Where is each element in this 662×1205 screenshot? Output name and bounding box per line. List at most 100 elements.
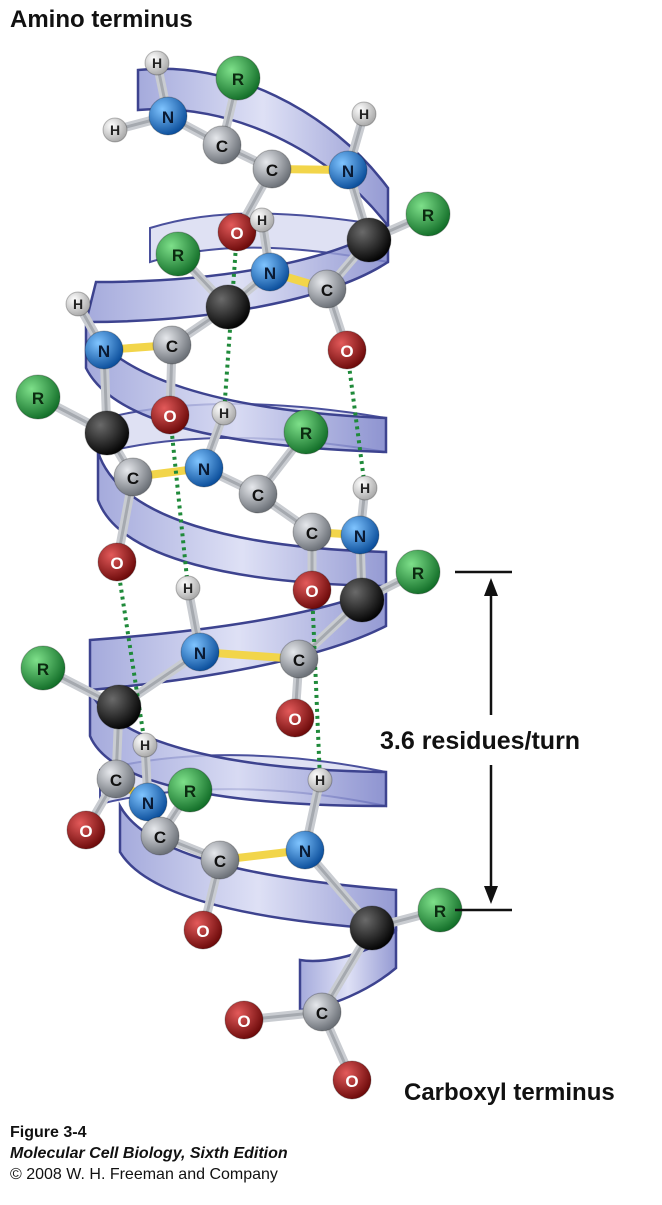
nitrogen-atom-label: N [354,527,366,546]
carbon-atom: C [302,992,342,1032]
hydrogen-atom-sphere [211,400,237,426]
hydrogen-atom-sphere [352,475,378,501]
nitrogen-atom-label: N [342,162,354,181]
amino-terminus-label: Amino terminus [10,6,193,33]
carbon-atom-label: C [321,281,333,300]
carbon-atom: C [200,840,240,880]
carbon-atom-sphere [202,125,242,165]
oxygen-atom-label: O [230,224,243,243]
side-chain: R [283,409,329,455]
hydrogen-atom: H [144,50,170,76]
hydrogen-atom-sphere [102,117,128,143]
side-chain-sphere [15,374,61,420]
oxygen-atom: O [150,395,190,435]
side-chain: R [20,645,66,691]
nitrogen-atom-label: N [98,342,110,361]
carbon-atom-sphere [200,840,240,880]
carbon-atom-label: C [216,137,228,156]
oxygen-atom: O [66,810,106,850]
carbon-atom-label: C [293,651,305,670]
hydrogen-atom-label: H [257,212,267,228]
carbon-atom: C [140,816,180,856]
carbon-atom-sphere [113,457,153,497]
hydrogen-atom: H [65,291,91,317]
hydrogen-atom-label: H [140,737,150,753]
oxygen-atom-label: O [288,710,301,729]
hydrogen-atom: H [351,101,377,127]
side-chain-sphere [215,55,261,101]
carbon-atom-sphere [140,816,180,856]
nitrogen-atom-sphere [180,632,220,672]
carbon-atom: C [292,512,332,552]
nitrogen-atom-sphere [285,830,325,870]
nitrogen-atom-sphere [328,150,368,190]
side-chain-label: R [172,246,184,265]
oxygen-atom-label: O [305,582,318,601]
oxygen-atom-label: O [110,554,123,573]
alpha-carbon-atom-sphere [205,284,251,330]
carbon-atom: C [96,759,136,799]
hydrogen-atom-label: H [219,405,229,421]
nitrogen-atom: N [128,782,168,822]
oxygen-atom-label: O [163,407,176,426]
nitrogen-atom-sphere [184,448,224,488]
carbon-atom-sphere [292,512,332,552]
carbon-atom-sphere [252,149,292,189]
nitrogen-atom: N [84,330,124,370]
carbon-atom-label: C [306,524,318,543]
nitrogen-atom: N [148,96,188,136]
carbon-atom-label: C [214,852,226,871]
nitrogen-atom-sphere [84,330,124,370]
carbon-atom-label: C [166,337,178,356]
side-chain: R [15,374,61,420]
hydrogen-atom-label: H [152,55,162,71]
carbon-atom-sphere [279,639,319,679]
oxygen-atom-label: O [340,342,353,361]
hydrogen-atom-sphere [307,767,333,793]
oxygen-atom-sphere [332,1060,372,1100]
carbon-atom-label: C [252,486,264,505]
alpha-carbon-atom [96,684,142,730]
carbon-atom-sphere [302,992,342,1032]
oxygen-atom-sphere [150,395,190,435]
nitrogen-atom: N [340,515,380,555]
carboxyl-terminus-label: Carboxyl terminus [404,1079,615,1106]
oxygen-atom: O [332,1060,372,1100]
hydrogen-atom: H [352,475,378,501]
hydrogen-atom-label: H [359,106,369,122]
oxygen-atom-label: O [79,822,92,841]
nitrogen-atom: N [285,830,325,870]
oxygen-atom: O [327,330,367,370]
turn-dimension-marker [455,570,512,912]
alpha-carbon-atom-sphere [84,410,130,456]
nitrogen-atom-label: N [162,108,174,127]
hydrogen-atom: H [132,732,158,758]
nitrogen-atom: N [184,448,224,488]
alpha-carbon-atom [346,217,392,263]
side-chain-label: R [37,660,49,679]
oxygen-atom: O [183,910,223,950]
hydrogen-atom: H [175,575,201,601]
figure-number: Figure 3-4 [10,1124,87,1141]
hydrogen-atom-sphere [132,732,158,758]
oxygen-atom: O [224,1000,264,1040]
side-chain-sphere [283,409,329,455]
side-chain-label: R [412,564,424,583]
alpha-carbon-atom [349,905,395,951]
alpha-carbon-atom-sphere [349,905,395,951]
hydrogen-bonds [115,231,367,781]
carbon-atom-sphere [238,474,278,514]
oxygen-atom: O [275,698,315,738]
hydrogen-atom: H [211,400,237,426]
alpha-carbon-atom [84,410,130,456]
hydrogen-bond [168,414,190,589]
oxygen-atom-sphere [217,212,257,252]
oxygen-atom-sphere [66,810,106,850]
hydrogen-atom: H [249,207,275,233]
hydrogen-atom-sphere [351,101,377,127]
residues-per-turn-label: 3.6 residues/turn [380,727,581,755]
carbon-atom-sphere [96,759,136,799]
oxygen-atom-sphere [292,570,332,610]
